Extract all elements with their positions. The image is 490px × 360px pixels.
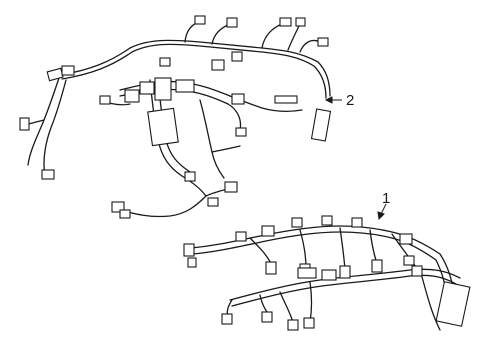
callout-2: 2 xyxy=(324,92,354,109)
callout-2-label: 2 xyxy=(346,92,354,109)
callout-1: 1 xyxy=(377,190,390,221)
harness-1 xyxy=(183,215,471,331)
harness-2 xyxy=(19,15,332,219)
callout-1-label: 1 xyxy=(382,190,390,207)
